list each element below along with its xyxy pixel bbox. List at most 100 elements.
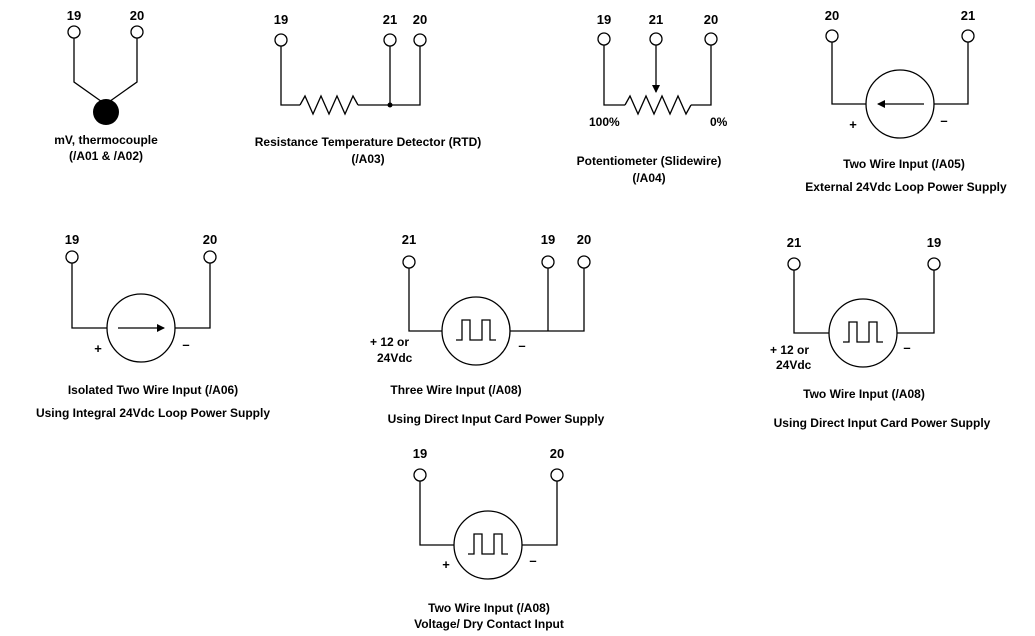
- terminal-node: [67, 25, 81, 39]
- polarity-sign: –: [940, 113, 947, 128]
- caption-line: Three Wire Input (/A08): [390, 383, 521, 397]
- terminal-label: 20: [203, 232, 217, 247]
- polarity-sign: –: [518, 338, 525, 353]
- wire: [897, 270, 935, 334]
- pulse-waveform: [468, 533, 508, 555]
- two-wire-a05-diagram: 20 21 + – Two Wire Input (/A05) External…: [805, 8, 1007, 194]
- pulse-source-symbol: [441, 296, 511, 366]
- terminal-label: 21: [961, 8, 975, 23]
- polarity-sign: +: [849, 117, 857, 132]
- terminal-node: [274, 33, 288, 47]
- wire: [510, 268, 585, 332]
- supply-label: + 12 or: [770, 343, 809, 357]
- wire: [105, 38, 138, 105]
- caption-line: Using Direct Input Card Power Supply: [774, 416, 991, 430]
- terminal-node: [130, 25, 144, 39]
- terminal-node: [65, 250, 79, 264]
- polarity-sign: –: [903, 340, 910, 355]
- terminal-label: 20: [577, 232, 591, 247]
- terminal-node: [787, 257, 801, 271]
- caption-line: Using Integral 24Vdc Loop Power Supply: [36, 406, 270, 420]
- terminal-node: [402, 255, 416, 269]
- terminal-node: [383, 33, 397, 47]
- scale-label: 0%: [710, 115, 728, 129]
- terminal-node: [413, 468, 427, 482]
- terminal-label: 19: [274, 12, 288, 27]
- terminal-label: 19: [597, 12, 611, 27]
- thermocouple-diagram: 19 20 mV, thermocouple (/A01 & /A02): [54, 8, 158, 163]
- polarity-sign: –: [182, 337, 189, 352]
- terminal-label: 21: [402, 232, 416, 247]
- terminal-label: 20: [825, 8, 839, 23]
- polarity-sign: +: [94, 341, 102, 356]
- terminal-label: 20: [550, 446, 564, 461]
- terminal-node: [704, 32, 718, 46]
- caption-line: Voltage/ Dry Contact Input: [414, 617, 564, 631]
- caption-line: Using Direct Input Card Power Supply: [388, 412, 605, 426]
- caption-line: (/A01 & /A02): [69, 149, 143, 163]
- wire: [408, 268, 442, 332]
- terminal-node: [203, 250, 217, 264]
- wire: [934, 42, 969, 105]
- caption-line: Potentiometer (Slidewire): [577, 154, 722, 168]
- caption-line: Two Wire Input (/A08): [803, 387, 925, 401]
- wire: [831, 42, 866, 105]
- isolated-a06-diagram: 19 20 + – Isolated Two Wire Input (/A06)…: [36, 232, 270, 420]
- wire: [603, 45, 625, 106]
- supply-label: 24Vdc: [377, 351, 413, 365]
- wire: [71, 263, 107, 329]
- supply-label: 24Vdc: [776, 358, 812, 372]
- terminal-label: 21: [787, 235, 801, 250]
- caption-line: mV, thermocouple: [54, 133, 158, 147]
- junction-dot: [387, 102, 393, 108]
- resistor-symbol: [624, 94, 692, 116]
- terminal-node: [927, 257, 941, 271]
- terminal-node: [961, 29, 975, 43]
- polarity-sign: +: [442, 557, 450, 572]
- thermocouple-junction: [93, 99, 119, 125]
- dry-contact-a08-diagram: 19 20 + – Two Wire Input (/A08) Voltage/…: [413, 446, 564, 631]
- potentiometer-diagram: 19 21 20 100% 0% Potentiometer (Slidewir…: [577, 12, 728, 185]
- wire: [793, 270, 829, 334]
- caption-line: Two Wire Input (/A05): [843, 157, 965, 171]
- terminal-label: 19: [927, 235, 941, 250]
- terminal-node: [825, 29, 839, 43]
- caption-line: External 24Vdc Loop Power Supply: [805, 180, 1007, 194]
- terminal-label: 19: [413, 446, 427, 461]
- caption-line: (/A04): [632, 171, 665, 185]
- terminal-label: 21: [649, 12, 663, 27]
- pulse-waveform: [843, 321, 883, 343]
- wire: [280, 46, 300, 106]
- pulse-waveform: [456, 319, 496, 341]
- polarity-sign: –: [529, 553, 536, 568]
- two-wire-a08-diagram: 21 19 + 12 or 24Vdc – Two Wire Input (/A…: [770, 235, 991, 430]
- terminal-label: 19: [541, 232, 555, 247]
- terminal-label: 21: [383, 12, 397, 27]
- wire: [358, 46, 421, 106]
- terminal-node: [541, 255, 555, 269]
- terminal-node: [577, 255, 591, 269]
- caption-line: Resistance Temperature Detector (RTD): [255, 135, 482, 149]
- terminal-node: [413, 33, 427, 47]
- wire: [419, 481, 454, 546]
- terminal-label: 20: [413, 12, 427, 27]
- caption-line: Two Wire Input (/A08): [428, 601, 550, 615]
- three-wire-a08-diagram: 21 19 20 + 12 or 24Vdc – Three Wire Inpu…: [370, 232, 605, 426]
- resistor-symbol: [299, 94, 359, 116]
- caption-line: Isolated Two Wire Input (/A06): [68, 383, 238, 397]
- terminal-node: [597, 32, 611, 46]
- caption-line: (/A03): [351, 152, 384, 166]
- terminal-node: [649, 32, 663, 46]
- wire: [522, 481, 558, 546]
- wire: [691, 45, 712, 106]
- supply-label: + 12 or: [370, 335, 409, 349]
- wire: [73, 38, 106, 105]
- terminal-label: 19: [67, 8, 81, 23]
- pulse-source-symbol: [453, 510, 523, 580]
- terminal-node: [550, 468, 564, 482]
- scale-label: 100%: [589, 115, 620, 129]
- terminal-label: 19: [65, 232, 79, 247]
- terminal-label: 20: [704, 12, 718, 27]
- terminal-label: 20: [130, 8, 144, 23]
